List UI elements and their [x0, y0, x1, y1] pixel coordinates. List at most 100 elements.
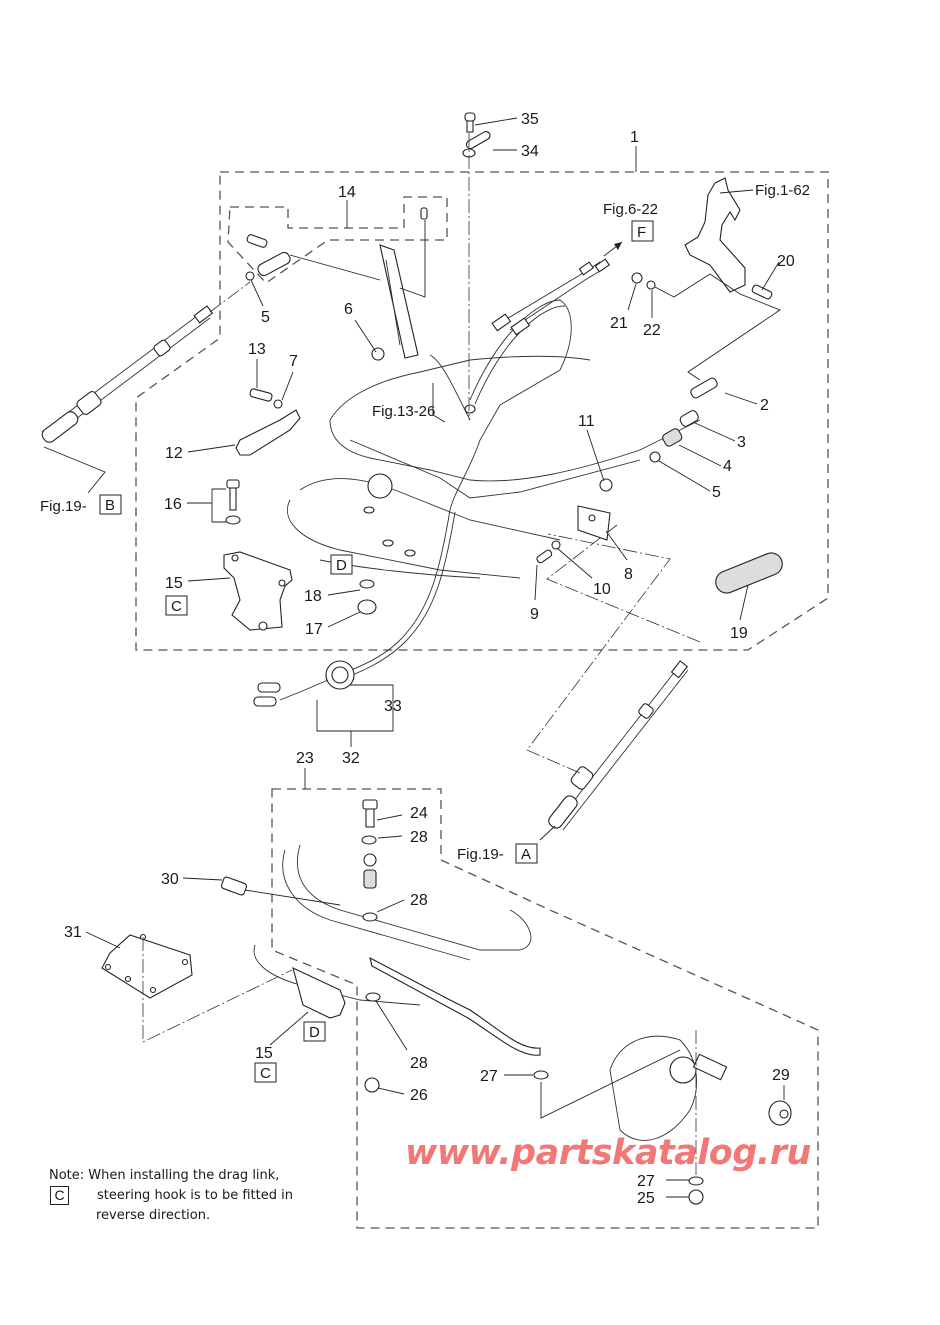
part-11-nut	[599, 478, 613, 492]
label-23: 23	[296, 750, 314, 767]
fig-ref-19-b[interactable]: Fig.19-	[40, 498, 87, 515]
box-F-letter: F	[637, 224, 646, 241]
label-22: 22	[643, 322, 661, 339]
label-2: 2	[760, 397, 769, 414]
note-line-3: reverse direction.	[96, 1208, 211, 1223]
assembly-14-boundary	[227, 196, 448, 284]
part-18-washer	[359, 579, 375, 589]
part-9-screw	[536, 549, 553, 564]
label-34: 34	[521, 143, 539, 160]
part-17-nut	[357, 599, 377, 615]
label-29: 29	[772, 1067, 790, 1084]
part-21-nut	[631, 272, 643, 284]
watermark: www.partskatalog.ru	[405, 1133, 811, 1173]
box-D-lower	[303, 1021, 326, 1042]
label-4: 4	[723, 458, 732, 475]
label-27a: 27	[480, 1068, 498, 1085]
part-8-plate	[577, 505, 611, 541]
label-27b: 27	[637, 1173, 655, 1190]
part-15-hook-lower	[292, 966, 346, 1019]
label-15b: 15	[255, 1045, 273, 1062]
part-16-bolt	[225, 479, 241, 525]
label-30: 30	[161, 871, 179, 888]
part-34-clip	[462, 130, 491, 158]
part-14-link	[246, 207, 428, 298]
assembly-1-boundary	[135, 171, 829, 651]
part-6-nut	[371, 347, 385, 361]
part-10-washer	[551, 540, 561, 550]
part-3-collar	[679, 410, 699, 427]
label-25: 25	[637, 1190, 655, 1207]
part-spring-upper	[363, 853, 377, 889]
tiller-bracket-drawing	[287, 244, 701, 579]
label-19: 19	[730, 625, 748, 642]
label-21: 21	[610, 315, 628, 332]
part-28-washer-c	[365, 992, 381, 1002]
label-7: 7	[289, 353, 298, 370]
label-26: 26	[410, 1087, 428, 1104]
part-30-nipple	[220, 876, 248, 896]
figure-references[interactable]: Fig.1-62 Fig.6-22 F Fig.13-26 Fig.19- B …	[40, 182, 810, 1083]
fig-ref-1-62[interactable]: Fig.1-62	[755, 182, 810, 199]
part-7-washer	[273, 399, 283, 409]
box-C-upper	[165, 595, 188, 616]
label-28b: 28	[410, 892, 428, 909]
leader-27a-line	[540, 1049, 681, 1119]
label-5a: 5	[261, 309, 270, 326]
fig-ref-6-22[interactable]: Fig.6-22	[603, 201, 658, 218]
part-12-lever	[235, 409, 301, 456]
part-4-spring	[662, 428, 683, 447]
part-27-washer-a	[533, 1070, 549, 1080]
label-17: 17	[305, 621, 323, 638]
fig-ref-19-a[interactable]: Fig.19-	[457, 846, 504, 863]
leader-20-22-2	[654, 273, 781, 381]
box-A-letter: A	[521, 846, 531, 863]
part-number-labels: 1 2 3 4 5 5 6 7 8 9 10 11 12 13 14 15 15…	[64, 111, 795, 1207]
label-18: 18	[304, 588, 322, 605]
fig-ref-13-26[interactable]: Fig.13-26	[372, 403, 435, 420]
label-14: 14	[338, 184, 356, 201]
label-5b: 5	[712, 484, 721, 501]
label-33: 33	[384, 698, 402, 715]
label-12: 12	[165, 445, 183, 462]
part-35-bolt	[464, 112, 476, 133]
box-C-lower	[254, 1062, 277, 1083]
assembly-23-boundary	[271, 788, 819, 1229]
note-prefix: Note:	[49, 1168, 85, 1183]
part-24-bolt	[362, 799, 378, 828]
box-D-lower-letter: D	[309, 1024, 320, 1041]
label-24: 24	[410, 805, 428, 822]
part-29-nut	[768, 1100, 792, 1126]
part-fig1-62-bracket	[684, 177, 746, 293]
part-28-washer-b	[362, 912, 378, 922]
wiring-harness-drawing	[253, 241, 623, 707]
box-C-upper-letter: C	[171, 598, 182, 615]
part-22-washer	[646, 280, 656, 290]
box-D-upper	[330, 554, 353, 575]
remote-cable-a-drawing	[526, 524, 701, 841]
label-16: 16	[164, 496, 182, 513]
part-5-washer-a	[245, 271, 255, 281]
label-28c: 28	[410, 1055, 428, 1072]
label-11: 11	[578, 413, 595, 430]
label-6: 6	[344, 301, 353, 318]
label-31: 31	[64, 924, 82, 941]
label-32: 32	[342, 750, 360, 767]
installation-note: Note: When installing the drag link, C s…	[49, 1166, 293, 1226]
note-line-1: When installing the drag link,	[88, 1168, 280, 1183]
box-F	[631, 220, 654, 242]
part-28-washer-a	[361, 835, 377, 845]
box-A	[515, 843, 538, 864]
box-C-lower-letter: C	[260, 1065, 271, 1082]
box-B	[99, 494, 122, 515]
part-26-nut	[364, 1077, 380, 1093]
note-box-c: C	[50, 1186, 69, 1205]
part-2-pin	[690, 377, 718, 399]
leader-lines	[85, 117, 785, 1198]
part-19-grommet	[715, 552, 783, 594]
label-3: 3	[737, 434, 746, 451]
part-25-nut	[688, 1189, 704, 1205]
label-13: 13	[248, 341, 266, 358]
box-D-upper-letter: D	[336, 557, 347, 574]
